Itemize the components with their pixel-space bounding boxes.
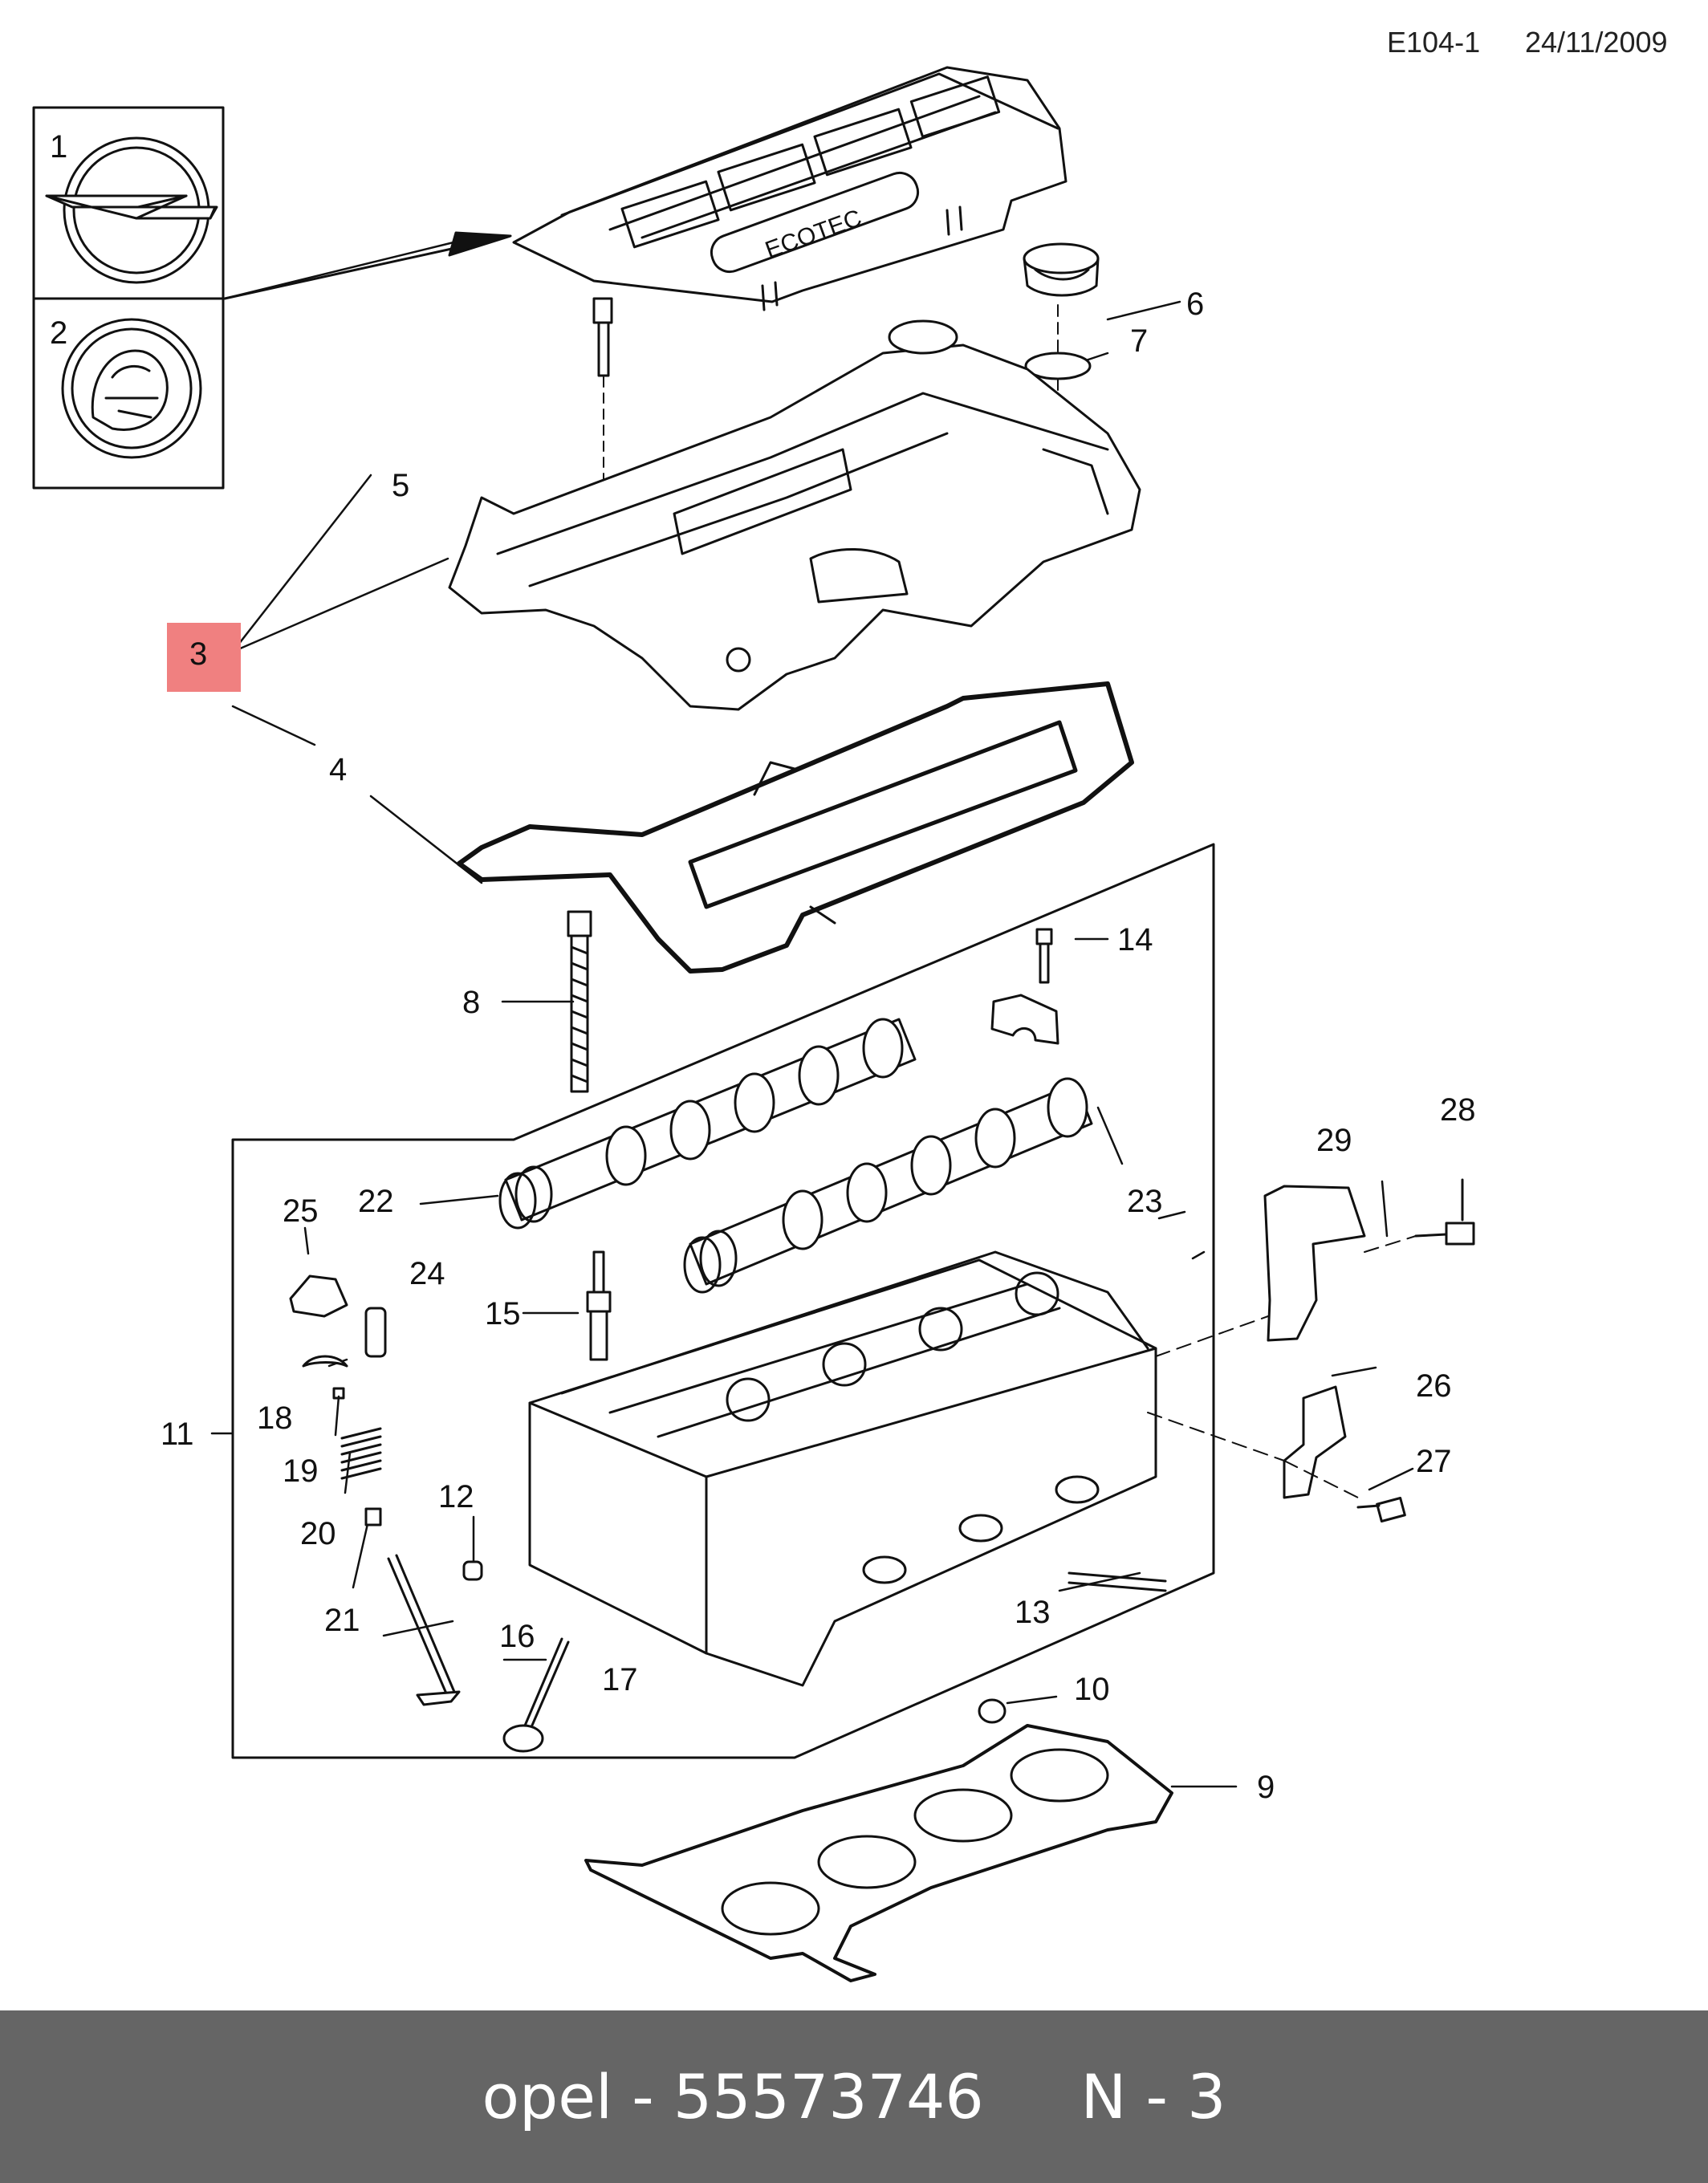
callout-19: 19 (283, 1453, 319, 1489)
highlighted-part-3-box (167, 623, 241, 692)
callout-1: 1 (50, 129, 67, 165)
vauxhall-griffin-logo-icon (61, 318, 202, 459)
brand-legend (32, 106, 225, 490)
callout-7: 7 (1130, 323, 1148, 359)
callout-23: 23 (1127, 1184, 1163, 1219)
bolt-28 (1414, 1222, 1475, 1246)
callout-10: 10 (1074, 1672, 1110, 1707)
callout-13: 13 (1015, 1595, 1051, 1630)
bracket-29 (1263, 1185, 1366, 1342)
intake-camshaft (498, 1018, 917, 1230)
cylinder-head-gasket (584, 1724, 1173, 1982)
callout-4: 4 (329, 752, 347, 787)
head-plug (462, 1560, 483, 1581)
valve-spring (340, 1427, 382, 1480)
callout-14: 14 (1117, 922, 1153, 957)
exploded-parts-diagram: ECOTEC (32, 66, 1476, 1982)
camshaft-cover (448, 319, 1141, 711)
callout-24: 24 (409, 1256, 445, 1291)
hydraulic-lifter (364, 1307, 387, 1358)
callout-15: 15 (485, 1296, 521, 1331)
bolt-27 (1356, 1496, 1406, 1523)
callout-11: 11 (161, 1417, 194, 1452)
opel-logo-icon (45, 136, 218, 284)
callout-12: 12 (438, 1479, 474, 1514)
exhaust-valve (502, 1637, 570, 1753)
callout-17: 17 (602, 1662, 638, 1697)
callout-29: 29 (1316, 1123, 1352, 1158)
valve-spring-seat (364, 1507, 382, 1526)
callout-22: 22 (358, 1184, 394, 1219)
camshaft-cover-gasket (457, 681, 1134, 974)
callout-2: 2 (50, 315, 67, 351)
spark-plug (586, 1250, 612, 1361)
callout-20: 20 (300, 1516, 336, 1551)
callout-8: 8 (462, 985, 480, 1020)
oil-filler-cap (1023, 242, 1100, 297)
roller-finger-follower (289, 1274, 348, 1318)
callout-6: 6 (1186, 287, 1204, 322)
callout-28: 28 (1440, 1092, 1476, 1128)
stud-bolt (1068, 1571, 1167, 1592)
exhaust-camshaft (683, 1077, 1093, 1294)
cylinder-head (528, 1250, 1157, 1687)
callout-3: 3 (189, 636, 207, 672)
callout-9: 9 (1257, 1770, 1275, 1805)
part-number-footer: opel - 55573746 N - 3 (0, 2010, 1708, 2183)
callout-27: 27 (1416, 1444, 1452, 1479)
engine-cover: ECOTEC (512, 66, 1068, 311)
callout-5: 5 (392, 468, 409, 503)
valve-keeper (332, 1387, 345, 1400)
valve-stem-seal-18 (302, 1355, 348, 1368)
cylinder-head-group-frame (231, 843, 1215, 1759)
long-head-bolt (567, 910, 592, 1093)
diagram-code: E104-1 (1387, 26, 1481, 59)
legend-arrow (223, 242, 475, 300)
callout-26: 26 (1416, 1368, 1452, 1404)
diagram-date: 24/11/2009 (1525, 26, 1668, 59)
bracket-26 (1283, 1385, 1347, 1499)
intake-valve (387, 1554, 461, 1706)
part-number-text: opel - 55573746 N - 3 (482, 2061, 1226, 2132)
bearing-cap-bolt (1035, 928, 1053, 984)
callout-21: 21 (324, 1603, 360, 1638)
dowel-sleeve (978, 1698, 1007, 1724)
camshaft-bearing-cap (990, 994, 1059, 1045)
callout-18: 18 (257, 1400, 293, 1436)
callout-25: 25 (283, 1193, 319, 1229)
callout-16: 16 (499, 1619, 535, 1654)
